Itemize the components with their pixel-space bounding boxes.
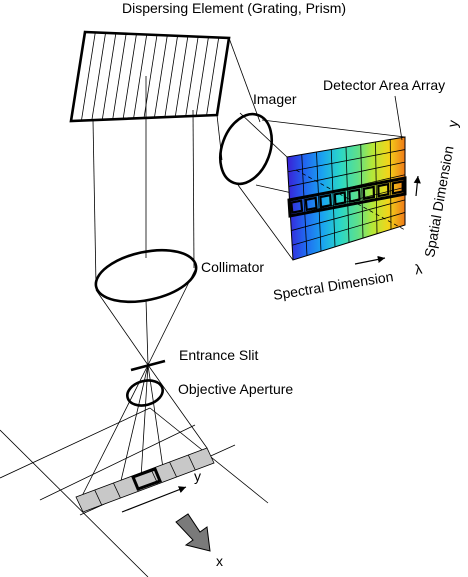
detector-grid-column-line (316, 151, 322, 252)
collimated-beam-lines (92, 76, 195, 286)
grating-line (164, 35, 178, 118)
detector-pixel (377, 182, 390, 198)
detector-grid-column-line (389, 139, 392, 230)
detector-grid-row-line (288, 161, 406, 187)
grating-line (185, 36, 199, 117)
detector-pixel (333, 191, 347, 206)
collimator-lens (94, 248, 198, 304)
detector-grid-column-line (301, 154, 308, 256)
flight-direction-arrow (175, 513, 211, 552)
detector-area-array-label: Detector Area Array (323, 77, 445, 93)
grating-line (195, 37, 209, 116)
ground-strip-highlight (131, 467, 162, 491)
spectral-dimension-arrow (354, 255, 386, 265)
ground-strip-cell-divider (169, 461, 177, 478)
objective-aperture-label: Objective Aperture (178, 381, 293, 397)
spatial-dimension-label: Spatial Dimension (421, 145, 456, 259)
grating-line (133, 34, 148, 119)
ground-y-arrow (121, 486, 187, 513)
spectral-dimension-label-group: Spectral Dimension λ (272, 261, 423, 303)
ground-slit-strip (75, 447, 215, 513)
spatial-dimension-arrow (413, 175, 421, 197)
grating-line (174, 36, 189, 117)
ground-ray-lines (79, 364, 208, 501)
detector-grid-row-line (291, 199, 406, 231)
grating-line (81, 32, 96, 121)
detector-area-array (286, 136, 407, 261)
lambda-symbol: λ (414, 261, 423, 278)
detector-label-pointer (394, 95, 403, 141)
ground-y-label: y (194, 468, 201, 484)
converging-lines (95, 269, 196, 366)
grating (69, 30, 231, 123)
collimator-label: Collimator (201, 259, 264, 275)
imager-lens (219, 112, 273, 186)
detector-grid-column-line (330, 149, 336, 247)
detector-grid-row-line (292, 212, 406, 246)
detector-pixel (290, 199, 304, 214)
detector-highlight-row (287, 176, 407, 218)
grating-line (206, 37, 220, 116)
entrance-slit-label: Entrance Slit (179, 347, 258, 363)
ground-strip-cell-divider (113, 482, 121, 499)
detector-pixel (391, 180, 404, 195)
grating-line (101, 33, 117, 120)
spatial-dimension-label-group: Spatial Dimension y (421, 119, 461, 259)
grating-line (91, 32, 106, 121)
detector-pixel (362, 185, 376, 201)
imager-label: Imager (253, 91, 297, 107)
ground-x-label: x (216, 553, 223, 569)
detector-grid-column-line (375, 141, 378, 234)
detector-grid-column-line (360, 144, 364, 239)
grating-line (122, 34, 137, 119)
objective-aperture (126, 379, 164, 407)
detector-grid-row-line (287, 149, 406, 173)
ground-strip-cell-divider (187, 454, 196, 471)
spectral-dimension-label: Spectral Dimension (272, 268, 394, 303)
grating-line (112, 33, 127, 120)
detector-grid-column-line (345, 146, 350, 243)
ground-strip-cell-divider (94, 489, 103, 506)
detector-pixel (304, 196, 318, 212)
detector-pixel (348, 188, 361, 203)
grating-line (154, 35, 168, 118)
spatial-y-symbol: y (444, 119, 461, 129)
dispersing-element-label: Dispersing Element (Grating, Prism) (122, 0, 346, 16)
detector-pixel (319, 193, 332, 209)
